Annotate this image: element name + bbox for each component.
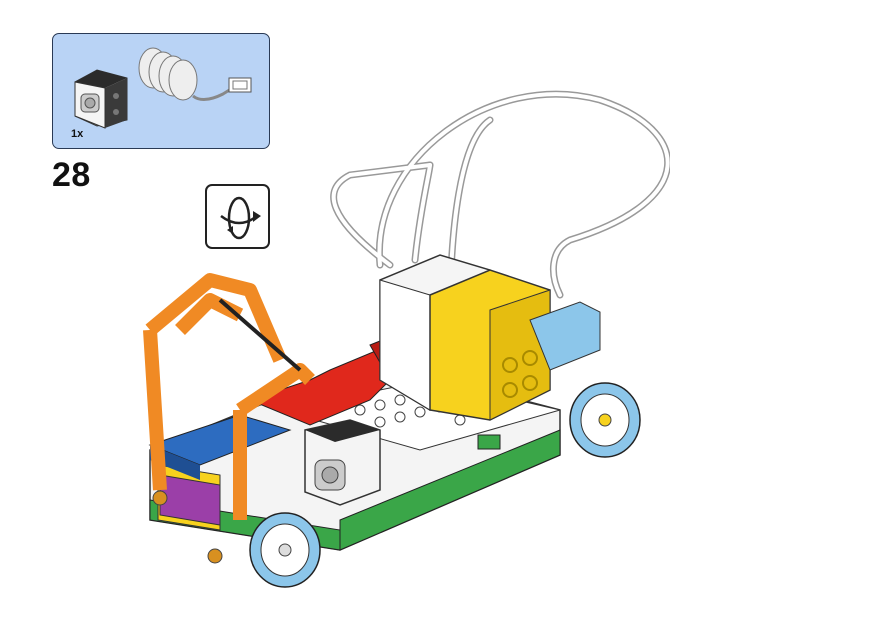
part-quantity: 1x <box>71 128 84 140</box>
distance-sensor-with-cable-icon <box>74 47 252 129</box>
car-model-assembly-icon <box>143 90 670 588</box>
rotate-hint <box>205 184 270 249</box>
step-number: 28 <box>52 156 91 194</box>
parts-callout: 1x <box>52 33 270 149</box>
rotate-model-icon <box>220 196 261 240</box>
